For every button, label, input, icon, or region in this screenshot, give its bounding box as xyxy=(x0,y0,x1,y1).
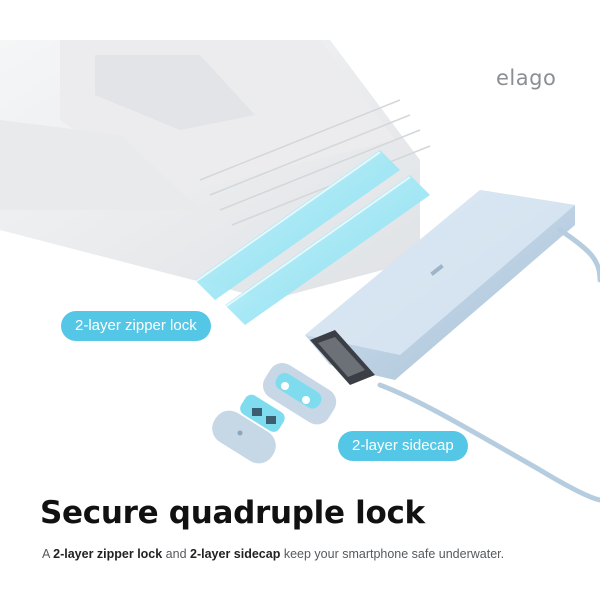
brand-logo: elago xyxy=(496,66,557,90)
zipper-lock-highlight xyxy=(194,150,430,325)
subline-prefix: A xyxy=(42,547,54,561)
headline: Secure quadruple lock xyxy=(40,495,425,531)
subline: A 2-layer zipper lock and 2-layer sideca… xyxy=(42,547,504,561)
sidecap-callout: 2-layer sidecap xyxy=(338,431,468,461)
zipper-lock-callout: 2-layer zipper lock xyxy=(61,311,211,341)
sidecap-gasket xyxy=(240,394,285,432)
case-body xyxy=(305,190,575,385)
pouch-back xyxy=(0,40,420,300)
subline-middle: and xyxy=(162,547,191,561)
subline-sidecap: 2-layer sidecap xyxy=(190,547,281,561)
sidecap-inner xyxy=(212,410,276,464)
subline-zipper: 2-layer zipper lock xyxy=(53,547,163,561)
subline-suffix: keep your smartphone safe underwater. xyxy=(280,547,505,561)
sidecap-outer xyxy=(262,363,337,425)
